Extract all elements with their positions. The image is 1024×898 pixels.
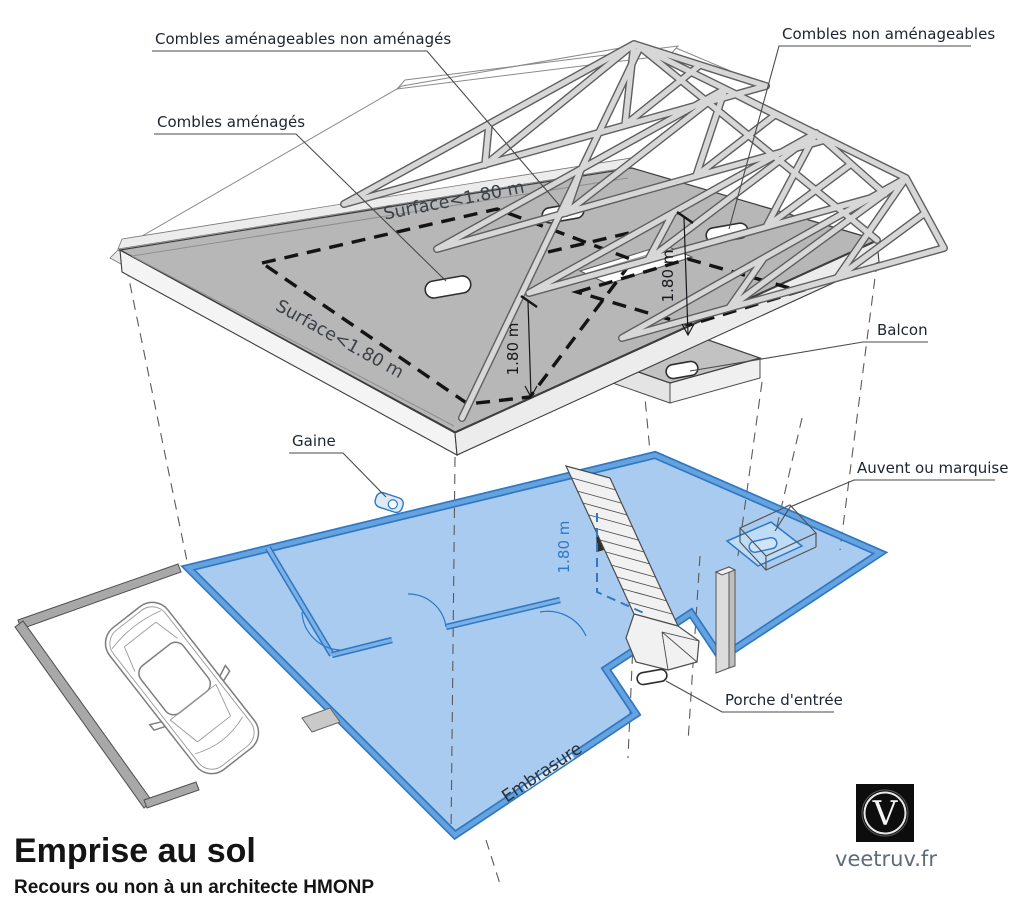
label-balcon: Balcon — [877, 321, 928, 339]
entry-step — [301, 707, 341, 733]
height-dimension-right: 1.80 m — [659, 211, 695, 337]
height-dimension-left: 1.80 m — [504, 295, 538, 399]
title-block: Emprise au sol Recours ou non à un archi… — [14, 832, 374, 898]
label-combles-amenageables-non-amenages: Combles aménageables non aménagés — [155, 30, 451, 48]
attic-slab: Surface<1.80 m Surface<1.80 m — [109, 156, 880, 456]
dim-180-left: 1.80 m — [504, 323, 522, 376]
footprint-perimeter-wall-top — [183, 452, 885, 838]
balcony-marker — [665, 360, 699, 380]
page-title: Emprise au sol — [14, 832, 256, 870]
label-auvent-ou-marquise: Auvent ou marquise — [857, 459, 1008, 477]
combles-amenages-marker — [424, 275, 472, 299]
door-swing-arcs — [301, 593, 587, 651]
logo-v-monogram: V — [872, 794, 899, 834]
dim-180-right: 1.80 m — [659, 250, 677, 303]
embrasure-sill — [523, 755, 574, 790]
interior-walls — [265, 546, 561, 659]
label-combles-amenages: Combles aménagés — [157, 113, 305, 131]
stair-height-annotation: 1.80 m — [555, 513, 647, 615]
staircase — [564, 465, 700, 671]
logo-square — [856, 784, 914, 842]
car-top-view — [104, 601, 260, 775]
auvent-marquise — [725, 504, 818, 571]
roof-trusses — [340, 40, 948, 422]
dim-180-stairs: 1.80 m — [555, 521, 573, 574]
label-porche-dentree: Porche d'entrée — [725, 691, 843, 709]
label-gaine: Gaine — [292, 432, 336, 450]
brand-name: veetruv.fr — [835, 847, 937, 871]
brand-logo: V veetruv.fr — [835, 784, 937, 871]
callouts: Combles aménageables non aménagés Comble… — [152, 25, 1008, 807]
porch-column — [714, 566, 737, 674]
carport-walls — [14, 563, 200, 809]
gaine-duct — [374, 491, 404, 514]
auvent-marker — [748, 537, 778, 553]
label-combles-non-amenageables: Combles non aménageables — [782, 25, 995, 43]
porch-marker — [636, 668, 668, 686]
page-subtitle: Recours ou non à un architecte HMONP — [14, 877, 374, 898]
ground-floor-footprint — [180, 261, 889, 885]
